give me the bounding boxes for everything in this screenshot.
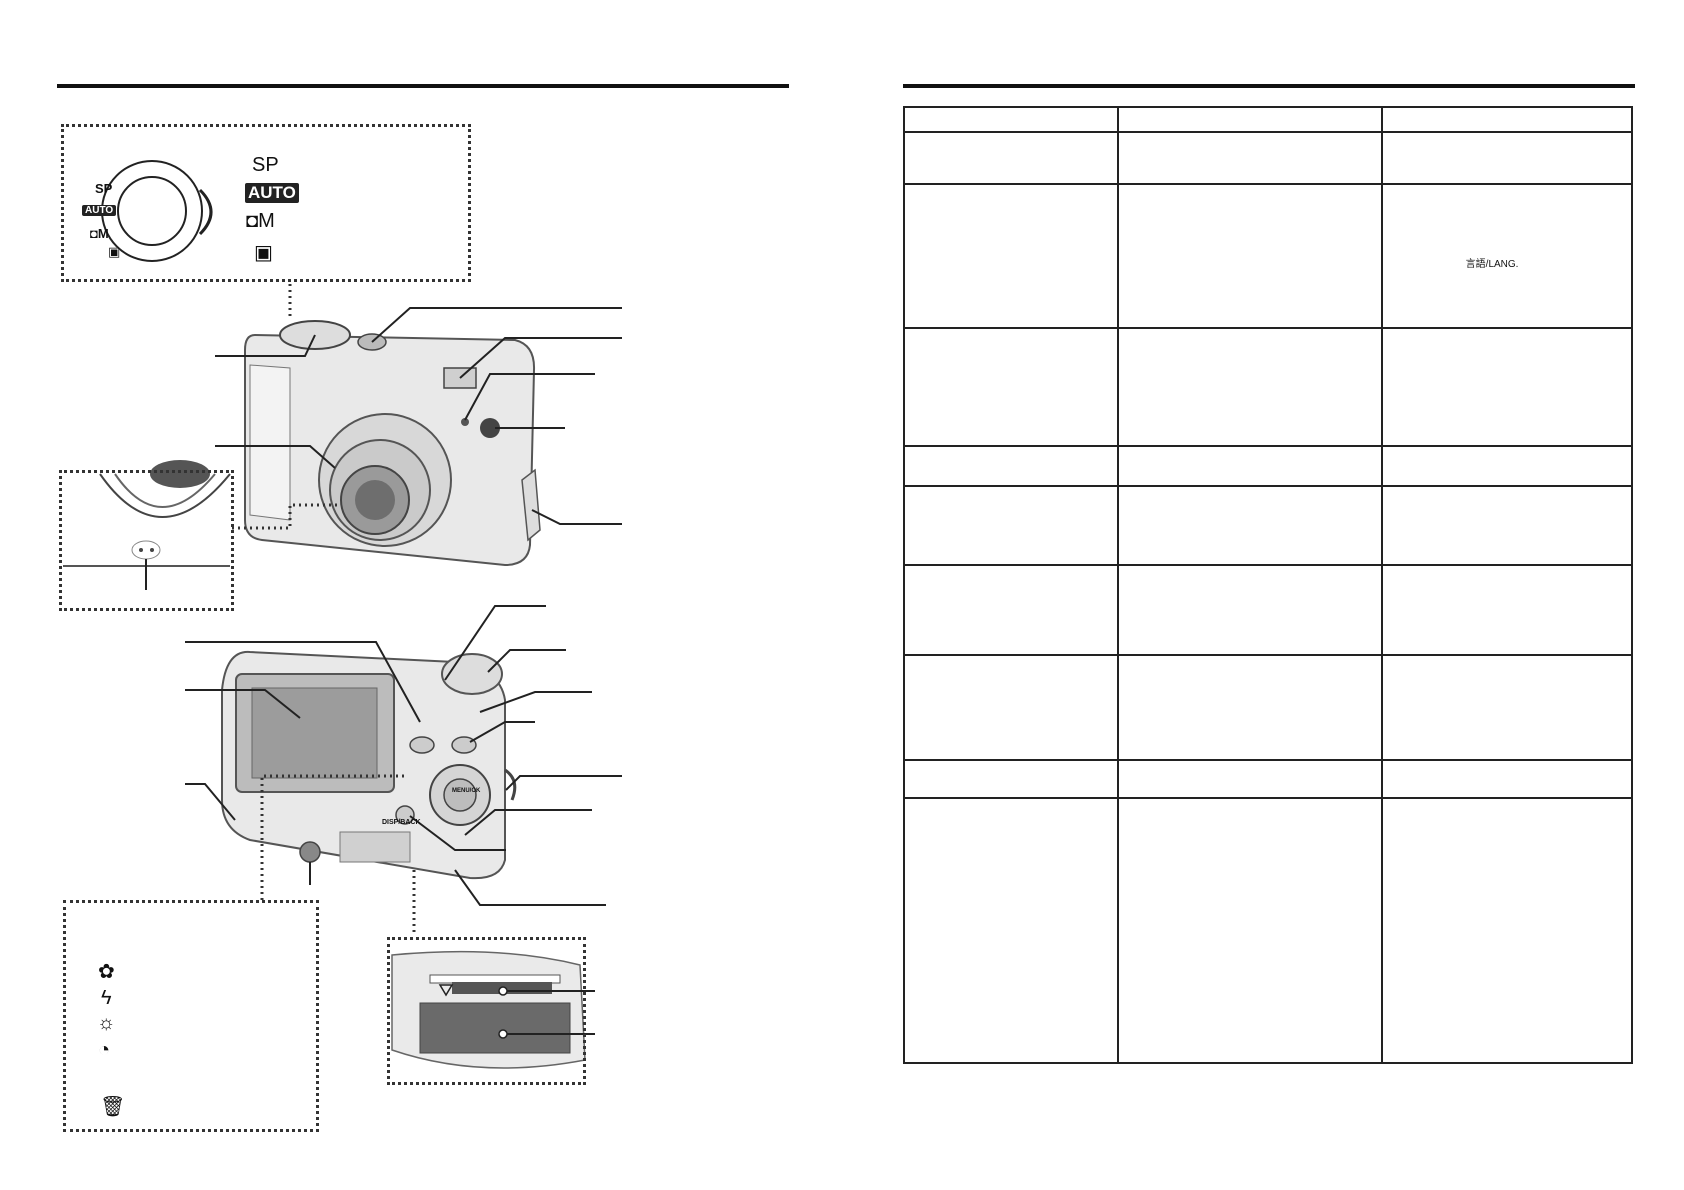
table-row <box>902 797 1634 1064</box>
table-row <box>902 564 1634 656</box>
camera-rear-drawing <box>221 650 517 880</box>
brightness-icon: ☼ <box>97 1012 116 1034</box>
specification-table: 言語/LANG. <box>902 106 1634 1064</box>
card-slot-callout <box>387 937 586 1085</box>
camera-icon: ◘ <box>246 210 259 232</box>
flash-icon: ϟ <box>101 987 112 1009</box>
mode-dial-callout <box>61 124 471 282</box>
camera-front-drawing <box>244 320 541 567</box>
table-row <box>902 445 1634 487</box>
self-timer-icon: ◔ <box>98 1039 111 1061</box>
legend-sp: SP <box>252 154 279 176</box>
disp-back-label: DISP/BACK <box>382 819 421 826</box>
movie-icon: ▣ <box>108 244 121 259</box>
table-row <box>902 485 1634 566</box>
movie-icon: ▣ <box>254 242 273 264</box>
mode-dial-drawing <box>101 160 213 262</box>
microphone-closeup-drawing <box>63 460 231 590</box>
card-slot-drawing <box>391 950 586 1069</box>
camera-icon: ◘ <box>90 226 98 241</box>
table-row: 言語/LANG. <box>902 183 1634 329</box>
menu-ok-label: MENU/OK <box>452 788 481 794</box>
left-page-header-rule <box>57 84 789 88</box>
table-row <box>902 106 1634 133</box>
legend-auto: AUTO <box>245 183 299 203</box>
dial-label-auto: AUTO <box>82 205 117 216</box>
table-row <box>902 327 1634 447</box>
table-row <box>902 131 1634 185</box>
legend-camera-m: ◘M <box>246 210 275 232</box>
right-page-header-rule <box>903 84 1635 88</box>
microphone-closeup-callout <box>59 470 234 611</box>
table-row <box>902 654 1634 761</box>
macro-icon: ✿ <box>98 961 115 983</box>
dial-label-camera-m: ◘M <box>90 226 109 241</box>
dial-label-sp: SP <box>95 181 113 196</box>
trash-icon: 🗑 <box>100 1096 126 1118</box>
language-menu-label: 言語/LANG. <box>1465 259 1519 270</box>
table-row <box>902 759 1634 799</box>
button-functions-callout <box>63 900 319 1132</box>
